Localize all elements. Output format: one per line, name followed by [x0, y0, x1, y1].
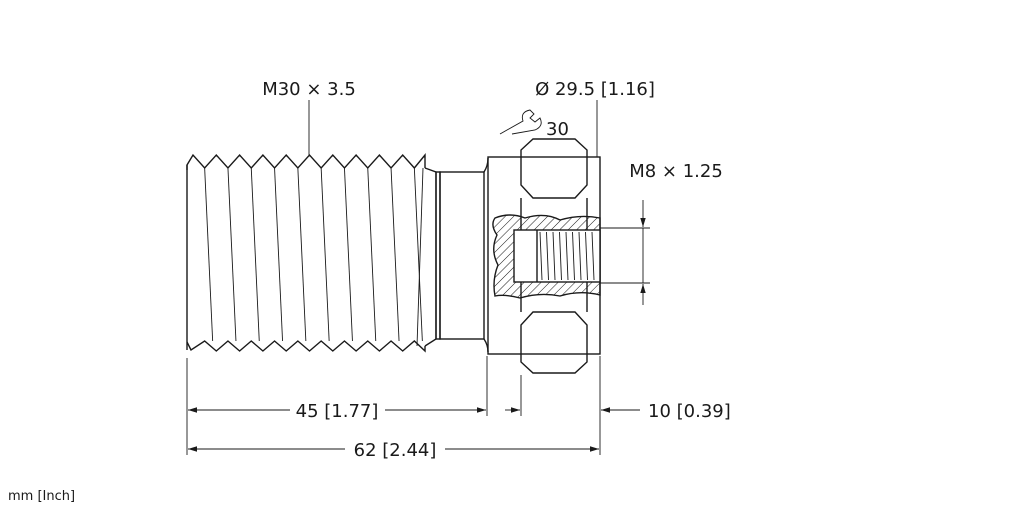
wrench-icon: [499, 109, 542, 135]
thread-spec-label: M30 × 3.5: [262, 79, 356, 100]
threaded-body: [186, 153, 426, 353]
total-length-label: 62 [2.44]: [354, 440, 437, 461]
diameter-label: Ø 29.5 [1.16]: [535, 79, 655, 100]
thread-length-label: 45 [1.77]: [296, 401, 379, 422]
connector-length-label: 10 [0.39]: [648, 401, 731, 422]
extension-lines: [186, 227, 650, 455]
section-cut: [492, 214, 601, 299]
neck: [424, 157, 489, 353]
inner-thread-label: M8 × 1.25: [629, 161, 723, 182]
units-label: mm [Inch]: [8, 489, 75, 504]
wrench-size-label: 30: [546, 119, 569, 140]
dimension-lines: [188, 200, 646, 452]
